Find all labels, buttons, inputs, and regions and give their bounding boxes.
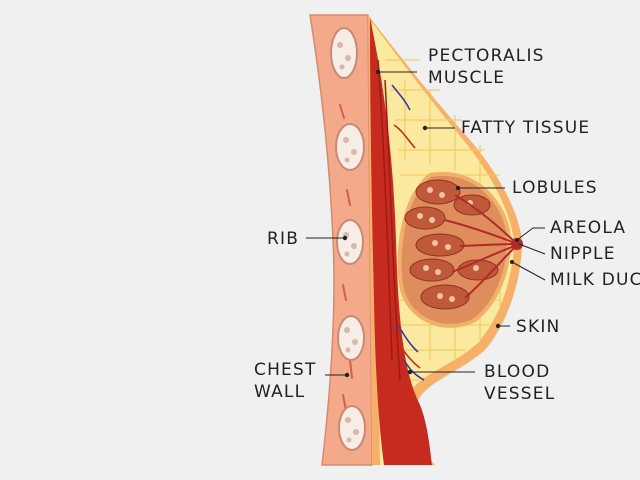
rib-cross-section xyxy=(335,123,365,171)
lobule-texture xyxy=(417,187,479,302)
rib-cross-section xyxy=(336,219,364,265)
pectoralis-muscle xyxy=(370,18,432,465)
rib-cross-section xyxy=(330,27,358,79)
label-lobules: LOBULES xyxy=(512,178,598,198)
muscle-fibers xyxy=(377,59,401,381)
label-blood-vessel-line2: VESSEL xyxy=(484,384,556,404)
label-chest-wall: CHEST WALL xyxy=(254,359,317,403)
blood-vessels xyxy=(391,84,425,381)
label-pectoralis-line2: MUSCLE xyxy=(428,68,506,88)
label-pectoralis-muscle: PECTORALIS MUSCLE xyxy=(428,45,545,89)
rib-cross-section xyxy=(338,405,366,451)
label-nipple: NIPPLE xyxy=(550,244,616,264)
rib-bones xyxy=(330,27,366,451)
label-rib: RIB xyxy=(267,229,300,249)
label-milk-duct: MILK DUC xyxy=(550,270,640,290)
label-pectoralis-line1: PECTORALIS xyxy=(428,46,545,66)
label-blood-vessel-line1: BLOOD xyxy=(484,362,551,382)
nipple-shape xyxy=(511,238,523,250)
milk-ducts xyxy=(444,194,516,299)
rib-texture xyxy=(337,42,359,443)
chest-wall-fibers xyxy=(339,104,353,411)
label-fatty-tissue: FATTY TISSUE xyxy=(461,118,591,138)
leader-dots xyxy=(342,69,519,378)
rib-cross-section xyxy=(337,315,365,361)
label-blood-vessel: BLOOD VESSEL xyxy=(484,361,555,405)
label-chest-wall-line2: WALL xyxy=(254,382,306,402)
label-chest-wall-line1: CHEST xyxy=(254,360,317,380)
label-skin: SKIN xyxy=(516,317,561,337)
label-areola: AREOLA xyxy=(550,218,627,238)
